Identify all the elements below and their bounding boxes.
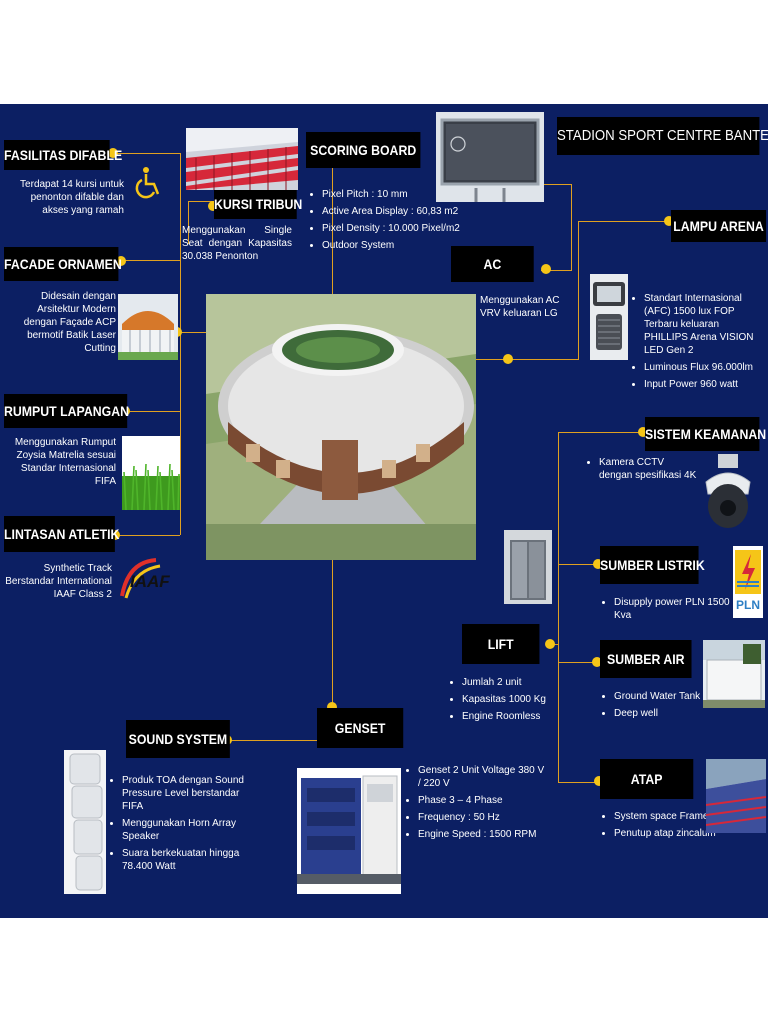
- label-sumber-listrik: SUMBER LISTRIK: [600, 546, 705, 584]
- pln-logo: PLN: [733, 546, 763, 618]
- list-sumber-air: Ground Water TankDeep well: [602, 690, 712, 724]
- pln-logo-text: PLN: [736, 598, 760, 612]
- label-rumput-lapangan: RUMPUT LAPANGAN: [4, 394, 129, 428]
- grass-photo: [122, 436, 180, 510]
- label-kursi-tribun: KURSI TRIBUN: [214, 189, 302, 219]
- iaaf-logo-text: IAAF: [130, 572, 170, 591]
- text-kursi-tribun: Menggunakan Single Seat dengan Kapasitas…: [182, 225, 292, 262]
- speaker-photo: [64, 750, 106, 894]
- connector-dot: [208, 201, 218, 211]
- label-sumber-air: SUMBER AIR: [600, 640, 692, 678]
- label-lampu-arena: LAMPU ARENA: [671, 210, 767, 242]
- list-lampu-arena: Standart Internasional (AFC) 1500 lux FO…: [632, 292, 760, 395]
- iaaf-logo: IAAF: [116, 556, 176, 606]
- list-atap: System space FramePenutup atap zincalum: [602, 810, 742, 844]
- lift-photo: [504, 530, 552, 604]
- text-fasilitas-difable: Terdapat 14 kursi untuk penonton difable…: [20, 179, 124, 216]
- label-facade-ornamen: FACADE ORNAMEN: [4, 247, 122, 281]
- list-genset: Genset 2 Unit Voltage 380 V / 220 VPhase…: [406, 764, 546, 845]
- label-scoring-board: SCORING BOARD: [306, 132, 421, 168]
- facade-photo: [118, 294, 178, 360]
- tribune-seats-photo: [186, 128, 298, 190]
- page-title: STADION SPORT CENTRE BANTEN: [557, 117, 768, 155]
- wheelchair-icon: [134, 166, 164, 200]
- list-scoring-board: Pixel Pitch : 10 mmActive Area Display :…: [310, 188, 460, 256]
- list-sumber-listrik: Disupply power PLN 1500 Kva: [602, 596, 732, 626]
- connector-dot: [108, 148, 118, 158]
- scoring-board-photo: [436, 112, 544, 202]
- list-sound-system: Produk TOA dengan Sound Pressure Level b…: [110, 774, 250, 877]
- label-sistem-keamanan: SISTEM KEAMANAN: [645, 417, 766, 451]
- label-fasilitas-difable: FASILITAS DIFABLE: [4, 140, 122, 170]
- cctv-camera-icon: [700, 454, 756, 534]
- label-lintasan-atletik: LINTASAN ATLETIK: [4, 516, 119, 552]
- connector-dot: [593, 559, 603, 569]
- label-ac: AC: [451, 246, 534, 282]
- stadium-render: [206, 294, 476, 560]
- text-lintasan-atletik: Synthetic Track Berstandar International…: [5, 563, 112, 600]
- infographic-panel: FASILITAS DIFABLE KURSI TRIBUN SCORING B…: [0, 104, 768, 918]
- connector-dot: [541, 264, 551, 274]
- water-tank-photo: [703, 640, 765, 708]
- connector-dot: [327, 702, 337, 712]
- text-ac: Menggunakan AC VRV keluaran LG: [480, 295, 560, 319]
- roof-photo: [706, 759, 766, 833]
- connector-dot: [592, 657, 602, 667]
- text-rumput-lapangan: Menggunakan Rumput Zoysia Matrelia sesua…: [14, 437, 116, 487]
- genset-photo: [297, 768, 401, 894]
- connector-dot: [110, 530, 120, 540]
- connector-dot: [503, 354, 513, 364]
- connector-dot: [638, 427, 648, 437]
- arena-lamp-photo: [590, 274, 628, 360]
- list-lift: Jumlah 2 unitKapasitas 1000 KgEngine Roo…: [450, 676, 560, 727]
- label-lift: LIFT: [462, 624, 540, 664]
- label-atap: ATAP: [600, 759, 694, 799]
- text-facade-ornamen: Didesain dengan Arsitektur Modern dengan…: [23, 291, 116, 354]
- connector-dot: [664, 216, 674, 226]
- label-sound-system: SOUND SYSTEM: [126, 720, 230, 758]
- connector-dot: [545, 639, 555, 649]
- connector-dot: [116, 256, 126, 266]
- label-genset: GENSET: [317, 708, 404, 748]
- list-sistem-keamanan: Kamera CCTV dengan spesifikasi 4K: [587, 456, 697, 486]
- connector-dot: [594, 776, 604, 786]
